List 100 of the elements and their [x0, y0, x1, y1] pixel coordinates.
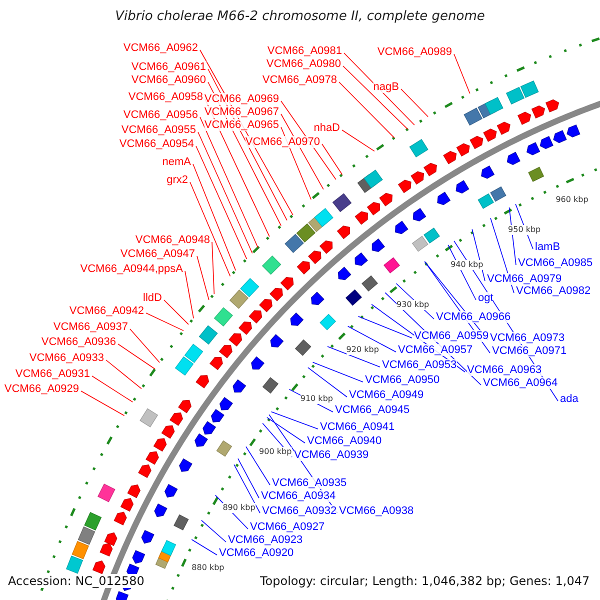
gene-label: VCM66_A0937	[53, 321, 128, 333]
leader-line	[196, 146, 248, 260]
gene-label: VCM66_A0956	[123, 109, 198, 121]
gene-label: VCM66_A0942	[69, 305, 144, 317]
leader-line	[190, 182, 231, 277]
leader-line	[358, 316, 412, 338]
gene-label: VCM66_A0949	[349, 389, 424, 401]
gene-label: VCM66_A0955	[121, 124, 196, 136]
gene-label: VCM66_A0963	[467, 364, 542, 376]
scale-tick-label: 880 kbp	[192, 562, 224, 573]
footer-text: Topology: circular; Length: 1,046,382 bp; Genes: 1,047	[260, 574, 590, 588]
leader-line	[184, 270, 194, 319]
scale-tick-label: 960 kbp	[556, 195, 588, 206]
gene-label: VCM66_A0938	[339, 505, 414, 517]
leader-line	[312, 362, 364, 382]
leader-line	[454, 54, 470, 94]
gene-label: VCM66_A0980	[266, 58, 341, 70]
leader-line	[246, 446, 270, 486]
scale-tick-label: 940 kbp	[450, 260, 484, 270]
gene-label: VCM66_A0945	[335, 404, 410, 416]
leader-line	[234, 464, 260, 514]
gene-label: VCM66_A0971	[492, 345, 567, 357]
leader-line	[92, 376, 134, 402]
gene-label: VCM66_A0954	[119, 138, 194, 150]
gene-label: VCM66_A0970	[245, 136, 320, 148]
gene-label: VCM66_A0931	[15, 368, 90, 380]
gene-label: VCM66_A0985	[518, 257, 593, 269]
gene-label: grx2	[166, 174, 188, 186]
gene-label: VCM66_A0939	[294, 449, 369, 461]
scale-tick-label: 930 kbp	[396, 300, 430, 310]
gene-label: VCM66_A0948	[135, 234, 210, 246]
leader-line	[198, 132, 253, 254]
gene-label: VCM66_A0935	[272, 477, 347, 489]
gene-label: nemA	[162, 156, 191, 168]
leader-line	[106, 360, 142, 390]
leader-line	[118, 344, 156, 370]
gene-label: VCM66_A0958	[128, 91, 203, 103]
gene-label: VCM66_A0989	[377, 46, 452, 58]
gene-label: VCM66_A0932	[262, 505, 337, 517]
leader-line	[338, 82, 395, 138]
scale-tick-label: 910 kbp	[300, 394, 333, 404]
leader-line	[238, 458, 260, 498]
leader-line	[212, 242, 215, 294]
gene-label: VCM66_A0967	[204, 106, 279, 118]
gene-label: VCM66_A0933	[29, 352, 104, 364]
gene-label: VCM66_A0964	[483, 377, 558, 389]
scale-tick-label: 950 kbp	[508, 224, 541, 235]
gene-label: VCM66_A0936	[41, 336, 116, 348]
leader-line	[146, 312, 184, 332]
gene-label: nagB	[373, 81, 399, 93]
gene-label: VCM66_A0961	[131, 61, 206, 73]
gene-label: nhaD	[314, 122, 340, 134]
leader-line	[342, 130, 375, 152]
gene-label: VCM66_A0953	[382, 359, 457, 371]
leader-line	[327, 346, 380, 368]
leader-line	[196, 256, 210, 300]
leader-line	[201, 520, 226, 542]
leader-line	[266, 417, 306, 444]
gene-label: VCM66_A0940	[307, 435, 382, 447]
gene-label: VCM66_A0957	[398, 344, 473, 356]
gene-label: VCM66_A0927	[250, 521, 325, 533]
gene-label: VCM66_A0920	[219, 547, 294, 559]
leader-line	[200, 116, 258, 248]
gene-label: VCM66_A0950	[365, 374, 440, 386]
gene-label: VCM66_A0947	[120, 248, 195, 260]
gene-label: VCM66_A0944,ppsA	[80, 263, 183, 275]
gene-label: VCM66_A0981	[267, 45, 342, 57]
leader-line	[164, 300, 189, 325]
gene-label: ogt	[478, 292, 494, 304]
leader-line	[342, 66, 408, 130]
title: Vibrio cholerae M66-2 chromosome II, complete genome	[114, 9, 486, 24]
leader-line	[80, 390, 125, 416]
gene-label: VCM66_A0979	[487, 273, 562, 285]
gene-label: VCM66_A0973	[490, 332, 565, 344]
gene-label: lamB	[535, 241, 560, 253]
gene-label: VCM66_A0978	[262, 74, 337, 86]
leader-line	[322, 144, 343, 176]
footer-text: Accession: NC_012580	[8, 574, 144, 588]
scale-tick-label: 920 kbp	[346, 344, 379, 355]
gene-label: VCM66_A0941	[320, 421, 395, 433]
leader-line	[192, 164, 236, 271]
gene-label: VCM66_A0965	[204, 119, 279, 131]
gene-label: VCM66_A0982	[516, 285, 591, 297]
scale-tick-label: 890 kbp	[222, 503, 256, 514]
gene-label: VCM66_A0969	[204, 93, 279, 105]
scale-tick-label: 900 kbp	[259, 446, 292, 457]
leader-line	[308, 367, 348, 398]
leader-line	[191, 539, 218, 556]
gene-label: VCM66_A0960	[131, 74, 206, 86]
gene-label: VCM66_A0966	[436, 311, 511, 323]
gene-label: VCM66_A0959	[414, 330, 489, 342]
leader-line	[400, 88, 428, 118]
leader-line	[130, 328, 160, 363]
gene-label: VCM66_A0929	[4, 383, 79, 395]
leader-line	[347, 326, 396, 352]
gene-label: VCM66_A0934	[261, 490, 336, 502]
gene-label: lldD	[143, 292, 162, 304]
leader-line	[270, 411, 318, 430]
gene-label: ada	[560, 393, 578, 405]
gene-label: VCM66_A0962	[123, 42, 198, 54]
